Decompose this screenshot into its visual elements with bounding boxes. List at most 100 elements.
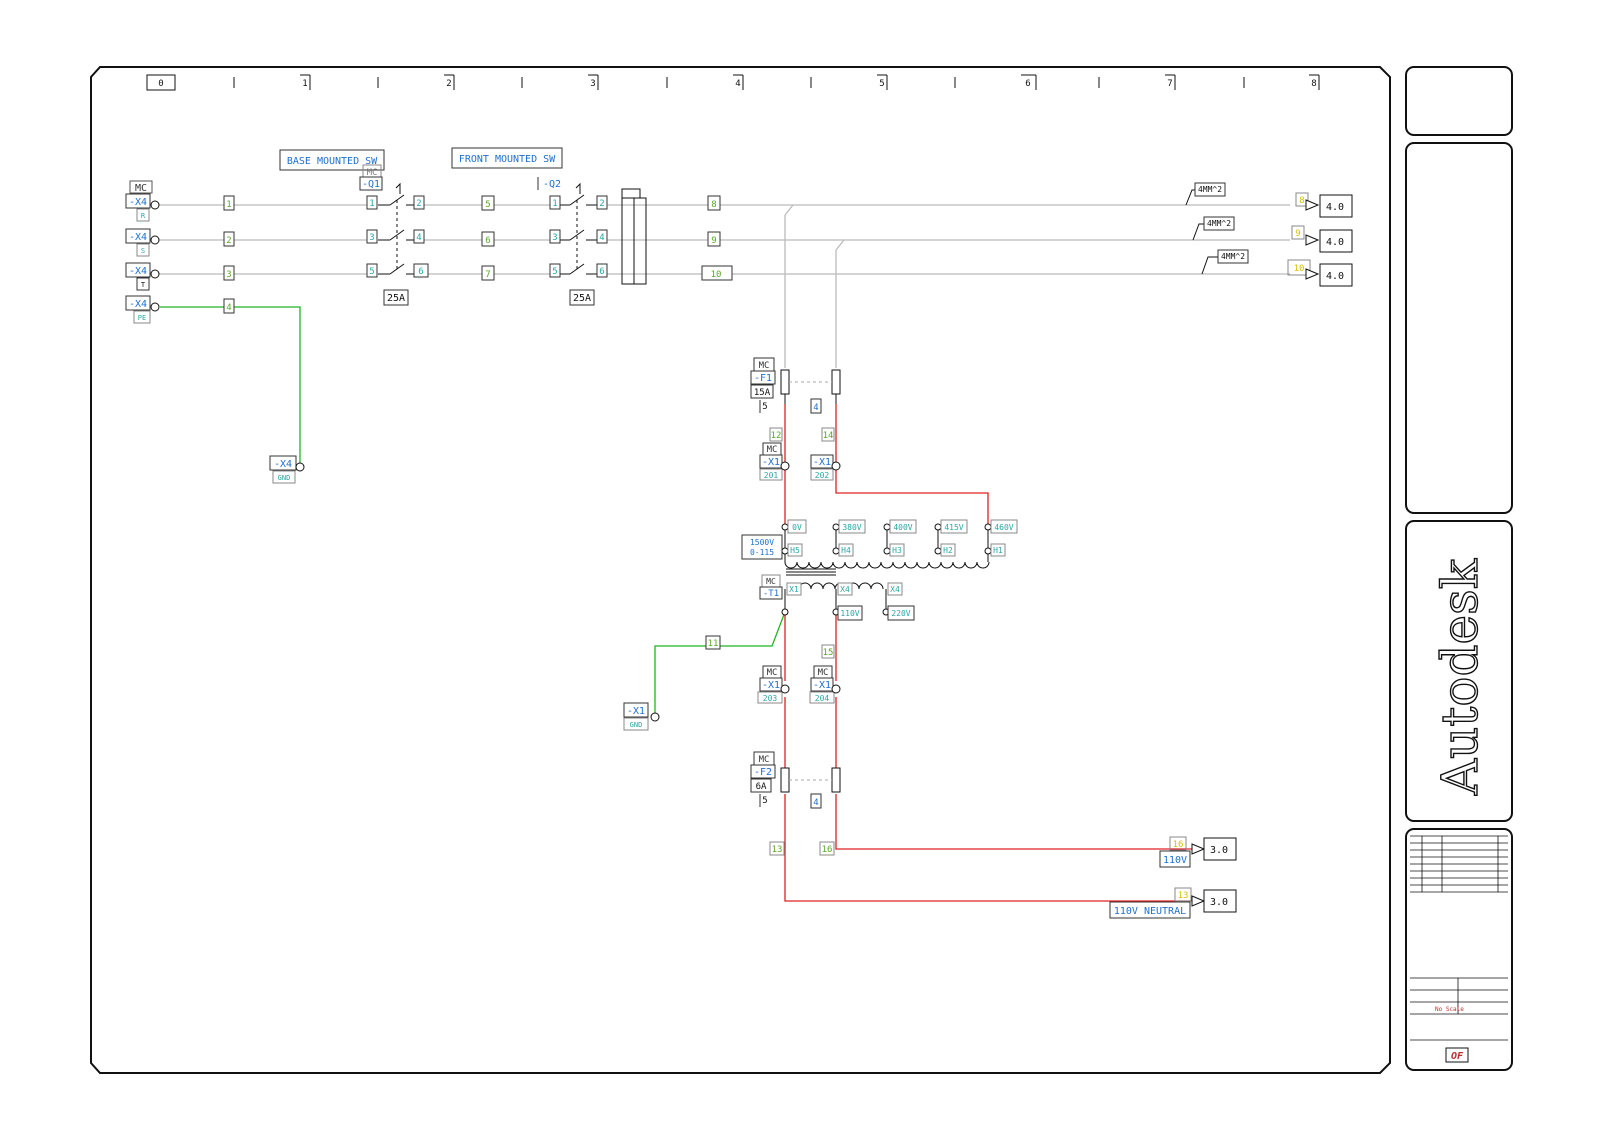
autodesk-logo: Autodesk [1431,558,1489,796]
x1-204-terminal [831,684,841,694]
title-block-info-panel [1405,828,1513,1071]
x1-tag-201: -X1 [762,457,780,468]
title-block: Autodesk No Scale OF [1405,66,1513,1071]
v110-wire: 16 [1173,840,1184,850]
q1-pin-2: 2 [416,199,421,209]
f1-qty: 5 [762,402,767,412]
x4-gnd-tag: -X4 [274,459,292,470]
x1-202: 202 [815,471,830,480]
s-out-wire: 9 [1295,229,1300,239]
f2-pin: 4 [813,798,818,808]
wire-8: 8 [711,200,716,210]
x4-t-label: T [141,281,146,289]
wire-1: 1 [226,200,231,210]
tap-380v: 380V [842,523,861,532]
q2-rating: 25A [573,293,591,304]
q2-pin-4: 4 [599,233,604,243]
title-block-mid-panel [1405,142,1513,514]
wire-11: 11 [708,639,719,649]
tap-400v: 400V [893,523,912,532]
base-switch-title: BASE MOUNTED SW [287,156,378,167]
pin-h3: H3 [892,546,902,555]
wire-5: 5 [485,200,490,210]
q1-rating: 25A [387,293,405,304]
x4-s-terminal [150,235,160,245]
t1-rating-1: 1500V [750,538,774,547]
column-6: 6 [1025,79,1030,89]
fuse-f2: MC -F2 6A 5 4 [750,751,841,809]
q1-location: MC [367,168,378,178]
scale-value: No Scale [1435,1006,1464,1013]
s-out-ref: 4.0 [1326,237,1344,248]
wire-15: 15 [823,648,834,658]
pin-x4-b: X4 [890,585,900,594]
column-2: 2 [446,79,451,89]
x4-tag-r: -X4 [129,197,147,208]
cable-size-flags: 4MM^2 4MM^2 4MM^2 [1185,182,1249,275]
fuse-f1: MC -F1 15A 5 4 [750,357,841,414]
cable-size-r: 4MM^2 [1198,185,1222,194]
neutral-ref: 3.0 [1210,897,1228,908]
wire-numbers-control: 12 14 15 11 13 16 [705,427,835,856]
wire-16: 16 [822,845,833,855]
x4-pe-label: PE [138,314,146,322]
wire-14: 14 [823,431,834,441]
wire-10: 10 [711,270,722,280]
power-wires [156,204,1290,368]
x1-203-terminal [780,684,790,694]
t-out-wire: 10 [1294,264,1305,274]
tap-0v: 0V [792,523,802,532]
drawing-border [90,66,1391,1074]
t1-location: MC [766,577,776,586]
column-4: 4 [735,79,740,89]
wire-12: 12 [771,431,782,441]
x4-gnd-terminal-group: -X4 GND [269,455,305,484]
f2-qty: 5 [762,796,767,806]
x1-202-terminal [831,461,841,471]
q2-operator-handle [621,188,647,285]
wire-13: 13 [772,845,783,855]
wire-7: 7 [485,270,490,280]
x4-t-terminal [150,269,160,279]
pin-x1: X1 [789,585,799,594]
x1-gnd-terminal-group: -X1 GND [623,702,660,731]
switch-q2: FRONT MOUNTED SW -Q2 1 2 3 4 5 6 25A [451,147,647,306]
f2-location: MC [759,755,770,765]
q2-pin-2: 2 [599,199,604,209]
f1-pin: 4 [813,403,818,413]
x4-gnd-terminal [295,462,305,472]
column-3: 3 [590,79,595,89]
x1-location-a: MC [767,445,778,455]
x4-location: MC [135,183,147,194]
wire-2: 2 [226,236,231,246]
tap-460v: 460V [994,523,1013,532]
cable-size-t: 4MM^2 [1221,252,1245,261]
x1-tag-204: -X1 [813,680,831,691]
x1-gnd-terminal [650,712,660,722]
x4-pe-terminal [150,302,160,312]
neutral-wire: 13 [1178,891,1189,901]
q1-pin-1: 1 [369,199,374,209]
pin-h2: H2 [943,546,953,555]
f1-tag: -F1 [754,373,772,384]
transformer-t1: 0V 380V 400V 415V 460V H5 H4 H3 H2 H1 [741,519,1018,621]
column-1: 1 [302,79,307,89]
x1-gnd-tag: -X1 [627,706,645,717]
x1-201: 201 [764,471,779,480]
terminal-strip-x4: MC -X4 R -X4 S -X4 T -X4 PE [125,180,160,324]
f1-location: MC [759,361,770,371]
column-0: 0 [158,79,163,89]
x4-gnd-label: GND [278,474,291,482]
x4-r-terminal [150,200,160,210]
x4-r-label: R [141,212,146,220]
secondary-220v: 220V [891,609,910,618]
pin-h5: H5 [790,546,800,555]
v110-ref: 3.0 [1210,845,1228,856]
revision-table [1410,835,1508,1041]
control-wires [784,404,1192,902]
title-block-top-panel [1405,66,1513,136]
x1-location-d: MC [818,668,829,678]
wire-3: 3 [226,270,231,280]
neutral-label: 110V NEUTRAL [1114,906,1186,917]
